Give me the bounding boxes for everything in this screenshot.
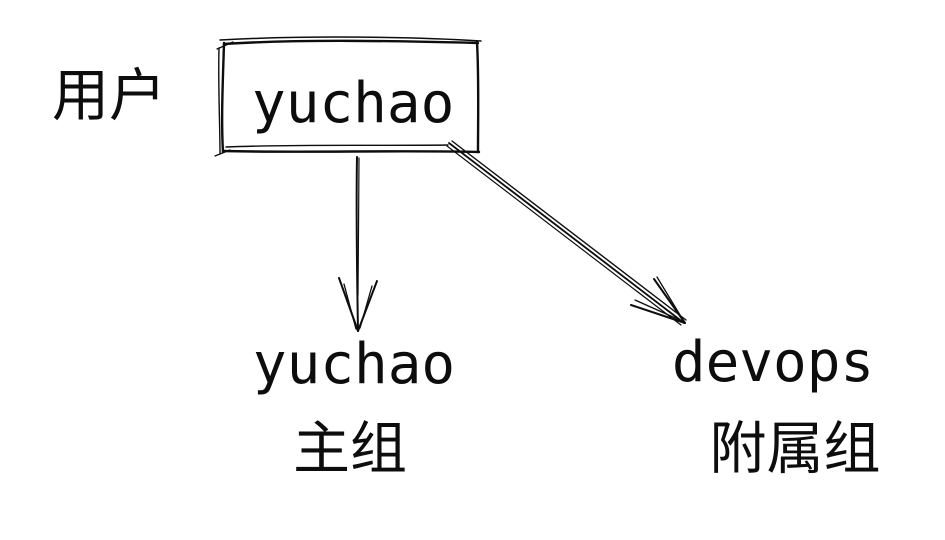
arrow-to-supplementary-group: [446, 140, 687, 326]
user-node-name: yuchao: [252, 71, 455, 136]
primary-group-name: yuchao: [252, 332, 456, 397]
arrow-to-primary-group: [338, 156, 378, 332]
user-node-box: [214, 36, 482, 157]
supplementary-group-name: devops: [671, 330, 875, 395]
user-label: 用户: [52, 63, 166, 129]
supplementary-group-type-label: 附属组: [709, 416, 881, 482]
primary-group-type-label: 主组: [293, 416, 407, 482]
